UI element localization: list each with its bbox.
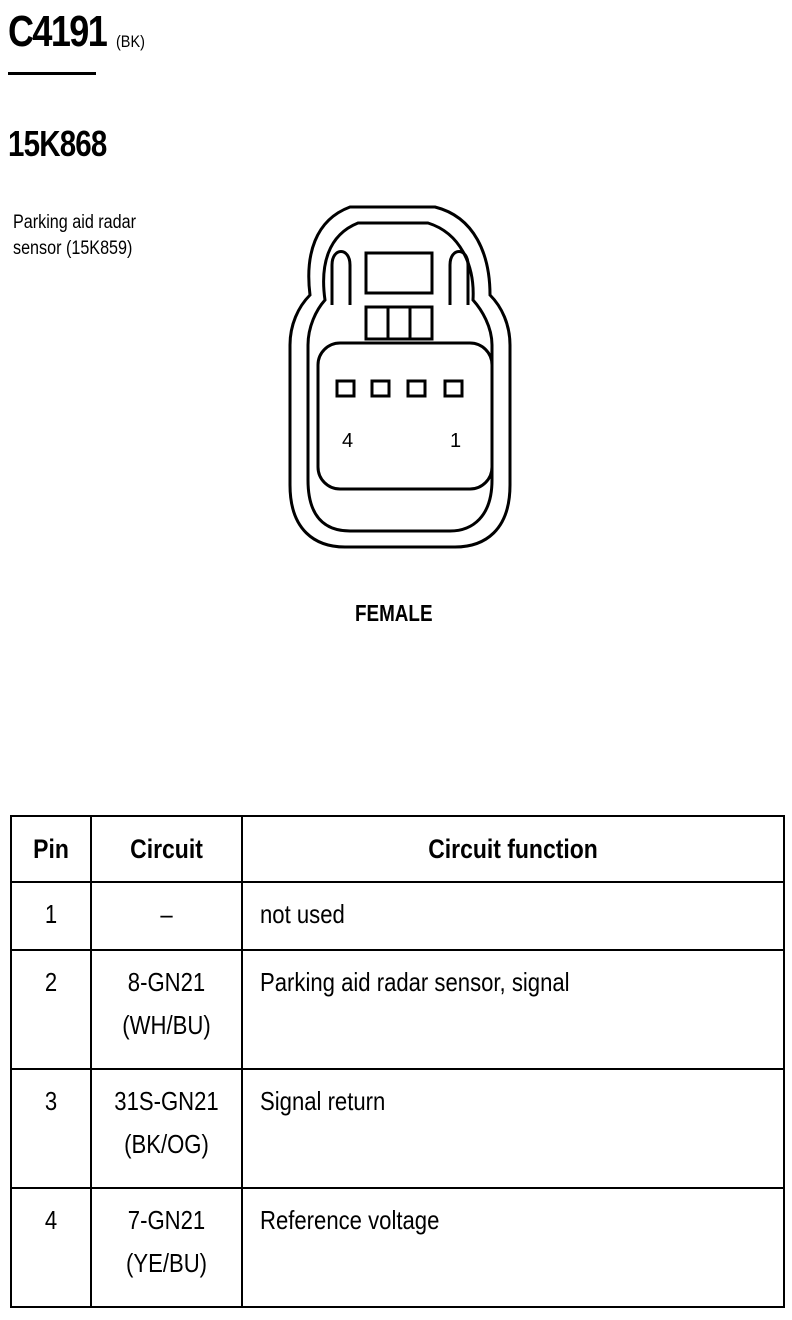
circuit-cell: 7-GN21(YE/BU) [90,1187,243,1308]
component-description: Parking aid radar sensor (15K859) [13,212,136,259]
header-circuit: Circuit [90,815,243,883]
terminal-3 [370,379,391,398]
terminal-2 [406,379,427,398]
connector-id-underline [8,72,96,75]
table-row: 1 – not used [10,881,785,951]
function-cell: not used [241,881,785,951]
pin-cell: 1 [10,881,92,951]
pin-cavity [316,341,494,491]
circuit-cell: 8-GN21(WH/BU) [90,949,243,1070]
circuit-cell: – [90,881,243,951]
connector-housing-outline [288,205,512,549]
function-cell: Reference voltage [241,1187,785,1308]
left-latch-arm [330,250,352,305]
table-header-row: Pin Circuit Circuit function [10,815,785,883]
header-pin: Pin [10,815,92,883]
right-latch-arm [448,250,470,305]
connector-color: (BK) [116,32,145,51]
function-cell: Parking aid radar sensor, signal [241,949,785,1070]
table-row: 4 7-GN21(YE/BU) Reference voltage [10,1187,785,1308]
connector-face-diagram: 4 1 [288,205,512,549]
circuit-cell: 31S-GN21(BK/OG) [90,1068,243,1189]
pin-cell: 3 [10,1068,92,1189]
terminal-1 [443,379,464,398]
header-circuit-function: Circuit function [241,815,785,883]
locking-tab [364,251,434,295]
locking-tab-base [364,305,434,341]
terminal-4 [335,379,356,398]
table-row: 3 31S-GN21(BK/OG) Signal return [10,1068,785,1189]
connector-inner-outline [306,221,494,533]
connector-id: C4191 [8,7,108,56]
gender-label: FEMALE [355,600,433,626]
table-row: 2 8-GN21(WH/BU) Parking aid radar sensor… [10,949,785,1070]
pin-cell: 2 [10,949,92,1070]
pinout-table: Pin Circuit Circuit function 1 – not use… [10,815,785,1308]
pin-label-right: 1 [450,430,461,452]
part-number: 15K868 [8,123,107,164]
pin-label-left: 4 [342,430,353,452]
function-cell: Signal return [241,1068,785,1189]
pin-cell: 4 [10,1187,92,1308]
